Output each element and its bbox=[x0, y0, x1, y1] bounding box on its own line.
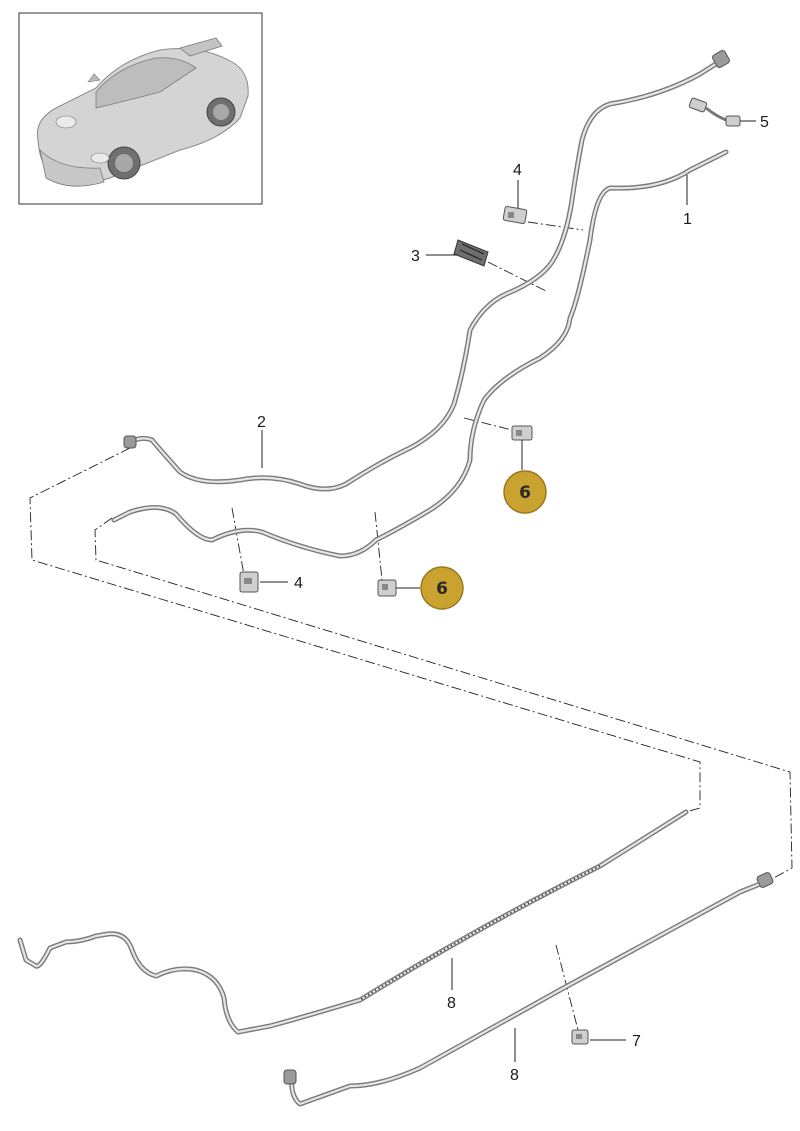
callout-5: 5 bbox=[760, 114, 769, 131]
car-thumbnail bbox=[18, 12, 263, 205]
callout-8-left: 8 bbox=[447, 995, 456, 1012]
callout-4-top: 4 bbox=[513, 162, 522, 179]
callout-6-lower-label: 6 bbox=[436, 579, 448, 599]
part-6-clip-upper bbox=[511, 425, 533, 441]
part-3-clamp bbox=[453, 239, 489, 267]
car-thumbnail-icon bbox=[36, 37, 249, 187]
callout-2: 2 bbox=[257, 414, 266, 431]
callout-8-right-label: 8 bbox=[510, 1067, 519, 1084]
callout-3: 3 bbox=[411, 248, 420, 265]
part-4-clip-top bbox=[502, 206, 528, 224]
callout-8-left-label: 8 bbox=[447, 995, 456, 1012]
callout-6-lower-badge: 6 bbox=[420, 566, 464, 610]
callout-8-right: 8 bbox=[510, 1067, 519, 1084]
callout-1: 1 bbox=[683, 211, 692, 228]
callout-5-label: 5 bbox=[760, 114, 769, 131]
callout-6-upper-label: 6 bbox=[519, 483, 531, 503]
callout-4-lower-label: 4 bbox=[294, 575, 303, 592]
pipe-2 bbox=[123, 50, 730, 492]
assembly-lines bbox=[29, 221, 793, 1031]
leader-lines bbox=[260, 120, 756, 1062]
part-6-clip-lower bbox=[377, 579, 397, 597]
part-5-connector bbox=[688, 97, 741, 127]
callout-4-top-label: 4 bbox=[513, 162, 522, 179]
pipe-1 bbox=[111, 149, 729, 559]
part-4-clip-lower bbox=[239, 571, 259, 593]
callout-7: 7 bbox=[632, 1033, 641, 1050]
callout-7-label: 7 bbox=[632, 1033, 641, 1050]
callout-2-label: 2 bbox=[257, 414, 266, 431]
callout-1-label: 1 bbox=[683, 211, 692, 228]
callout-4-lower: 4 bbox=[294, 575, 303, 592]
pipe-8-left bbox=[17, 809, 689, 1035]
pipe-8-right bbox=[283, 872, 774, 1107]
callout-3-label: 3 bbox=[411, 248, 420, 265]
callout-6-upper-badge: 6 bbox=[503, 470, 547, 514]
part-7-clip bbox=[571, 1029, 589, 1045]
